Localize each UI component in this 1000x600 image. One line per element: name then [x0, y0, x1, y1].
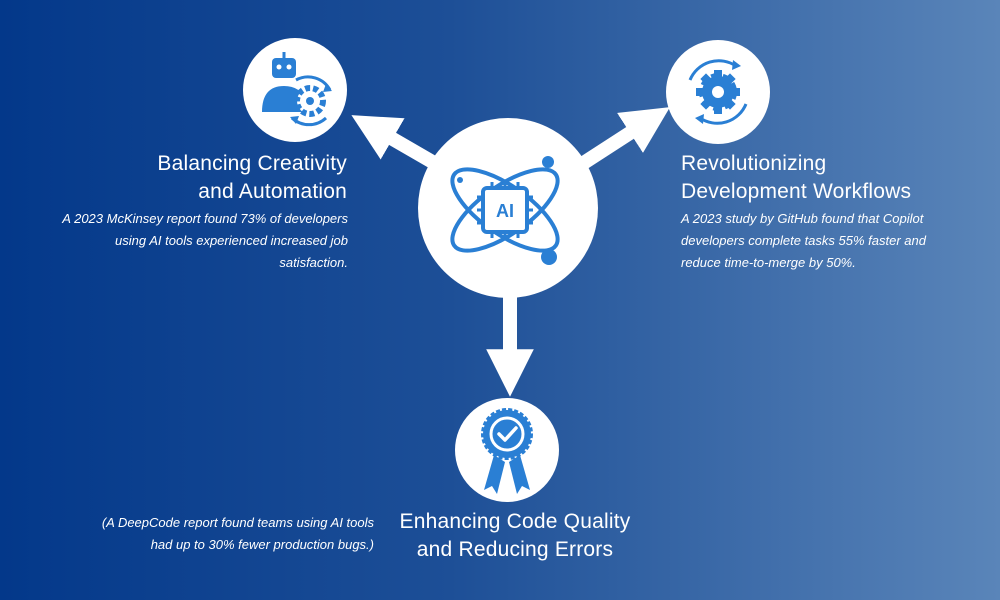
quality-text-line-2: had up to 30% fewer production bugs.) [150, 537, 374, 552]
creativity-text-line-3: satisfaction. [279, 255, 348, 270]
robot-gear-icon [262, 52, 332, 127]
creativity-description: A 2023 McKinsey report found 73% of deve… [8, 208, 348, 274]
workflows-text-line-3: reduce time-to-merge by 50%. [681, 255, 856, 270]
workflows-title-line-1: Revolutionizing [681, 152, 827, 175]
workflows-title: Revolutionizing Development Workflows [681, 150, 981, 206]
quality-title-line-1: Enhancing Code Quality [399, 510, 631, 533]
creativity-node [243, 38, 347, 142]
workflows-description: A 2023 study by GitHub found that Copilo… [681, 208, 981, 274]
chip-label: AI [496, 201, 514, 221]
award-ribbon-check-icon [481, 408, 533, 494]
quality-text-line-1: (A DeepCode report found teams using AI … [101, 515, 374, 530]
creativity-title-line-1: Balancing Creativity [157, 152, 347, 175]
quality-description: (A DeepCode report found teams using AI … [34, 512, 374, 556]
creativity-title: Balancing Creativity and Automation [87, 150, 347, 206]
quality-node [455, 398, 559, 502]
creativity-title-line-2: and Automation [198, 180, 347, 203]
workflows-node [666, 40, 770, 144]
creativity-text-line-1: A 2023 McKinsey report found 73% of deve… [62, 211, 348, 226]
creativity-text-line-2: using AI tools experienced increased job [115, 233, 348, 248]
workflows-text-line-1: A 2023 study by GitHub found that Copilo… [681, 211, 924, 226]
center-node: AI [418, 118, 598, 298]
workflows-title-line-2: Development Workflows [681, 180, 912, 203]
quality-title-line-2: and Reducing Errors [416, 538, 614, 561]
ai-atom-chip-icon [450, 156, 560, 265]
workflows-text-line-2: developers complete tasks 55% faster and [681, 233, 926, 248]
quality-title: Enhancing Code Quality and Reducing Erro… [390, 508, 640, 564]
